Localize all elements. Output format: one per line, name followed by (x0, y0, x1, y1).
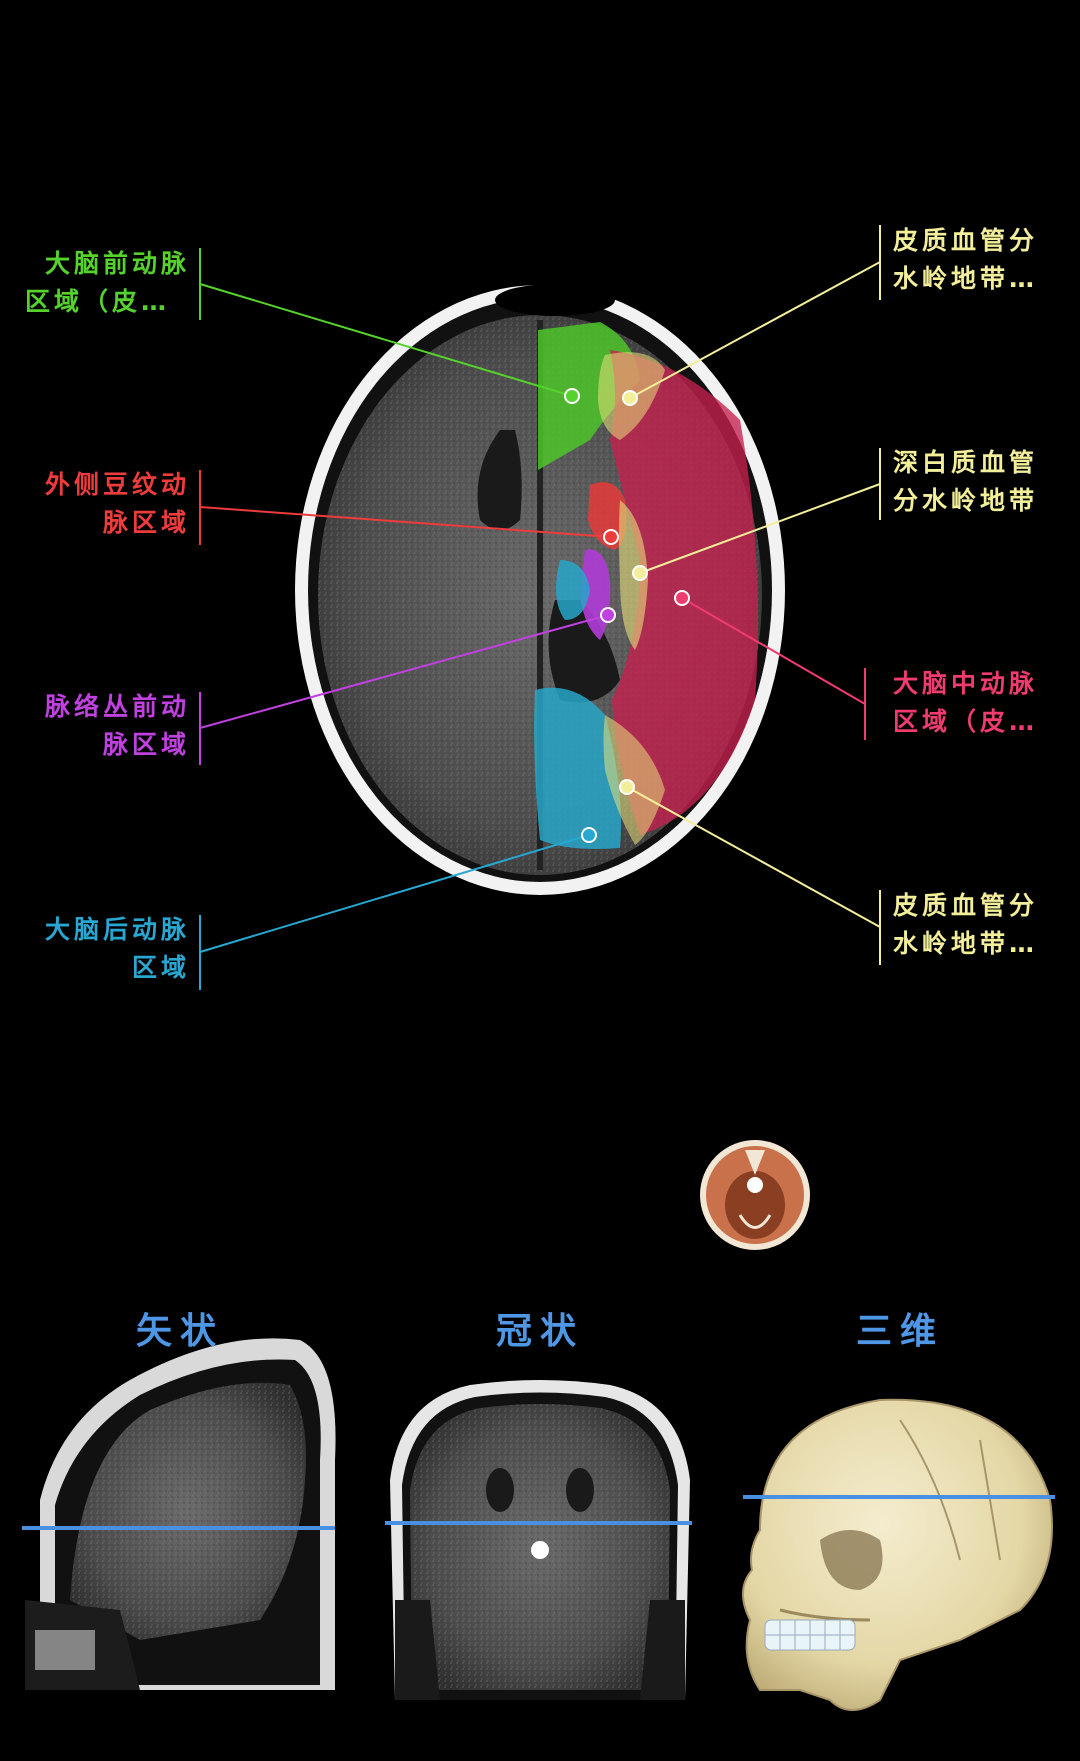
acha-leader (199, 614, 609, 729)
mca-marker (674, 590, 690, 606)
lsa-leader (199, 506, 612, 538)
aca-marker (564, 388, 580, 404)
lsa-marker (603, 529, 619, 545)
annotation-leaders (199, 225, 881, 990)
dwz-marker (632, 565, 648, 581)
label-lsa-line2: 脉区域 (102, 508, 190, 537)
label-dwz: 深白质血管 分水岭地带 (893, 444, 1068, 520)
label-cwz-top-line1: 皮质血管分 (893, 226, 1039, 255)
label-lsa-line1: 外侧豆纹动 (44, 470, 190, 499)
label-pca-line2: 区域 (131, 953, 190, 982)
label-mca-line2: 区域（皮… (893, 707, 1039, 736)
mca-leader (681, 597, 866, 705)
label-mca: 大脑中动脉 区域（皮… (893, 665, 1068, 741)
label-aca-line1: 大脑前动脉 (44, 249, 190, 278)
axial-thumbnail-icon (700, 1140, 810, 1250)
skull-3d-image (742, 1398, 1055, 1711)
pca-territory (534, 687, 621, 849)
sagittal-ct-image (22, 1338, 336, 1690)
label-aca-line2: 区域（皮… (25, 287, 171, 316)
cwz-bottom-leader (626, 786, 881, 928)
cwz-top-leader (629, 261, 881, 399)
dwz-leader (639, 483, 881, 574)
label-lsa: 外侧豆纹动 脉区域 (25, 466, 190, 542)
cwz-bottom-marker (619, 779, 635, 795)
aca-leader (199, 283, 573, 397)
label-acha: 脉络丛前动 脉区域 (25, 688, 190, 764)
acha-medial-blue (556, 560, 590, 620)
axial-ct-image (295, 284, 785, 895)
pca-marker (581, 827, 597, 843)
label-mca-line1: 大脑中动脉 (893, 669, 1039, 698)
frontal-sinus (495, 284, 615, 316)
label-cwz-bottom: 皮质血管分 水岭地带… (893, 887, 1068, 963)
view-title-3d: 三维 (855, 1311, 944, 1352)
label-acha-line1: 脉络丛前动 (44, 692, 190, 721)
label-aca: 大脑前动脉 区域（皮… (25, 245, 190, 321)
pca-leader (199, 834, 590, 953)
label-cwz-top: 皮质血管分 水岭地带… (893, 222, 1068, 298)
label-dwz-line2: 分水岭地带 (893, 486, 1039, 515)
cwz-top-marker (622, 390, 638, 406)
label-cwz-top-line2: 水岭地带… (893, 264, 1039, 293)
acha-marker (600, 607, 616, 623)
label-cwz-bottom-line2: 水岭地带… (893, 929, 1039, 958)
label-cwz-bottom-line1: 皮质血管分 (893, 891, 1039, 920)
cortical-watershed-posterior (603, 715, 665, 845)
label-acha-line2: 脉区域 (102, 730, 190, 759)
label-dwz-line1: 深白质血管 (893, 448, 1039, 477)
label-pca-line1: 大脑后动脉 (44, 915, 190, 944)
left-ventricle (477, 430, 522, 530)
label-pca: 大脑后动脉 区域 (25, 911, 190, 987)
view-title-sagittal: 矢状 (135, 1311, 224, 1352)
view-title-coronal: 冠状 (495, 1311, 584, 1352)
coronal-ct-image (385, 1380, 692, 1700)
